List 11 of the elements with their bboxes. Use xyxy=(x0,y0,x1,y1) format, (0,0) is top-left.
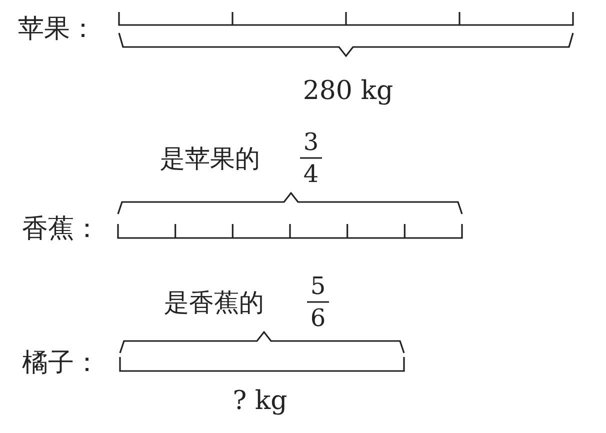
relation-label: 是苹果的 xyxy=(160,146,260,171)
denominator: 6 xyxy=(310,306,326,330)
numerator: 5 xyxy=(310,274,326,298)
row-label: 香蕉： xyxy=(22,216,100,242)
row-label: 橘子： xyxy=(22,350,100,376)
row-label: 苹果： xyxy=(18,16,96,42)
quantity-label: 280 kg xyxy=(302,78,394,104)
relation-label: 是香蕉的 xyxy=(164,290,264,315)
numerator: 3 xyxy=(303,130,319,154)
denominator: 4 xyxy=(303,162,319,186)
quantity-label: ? kg xyxy=(232,388,288,414)
